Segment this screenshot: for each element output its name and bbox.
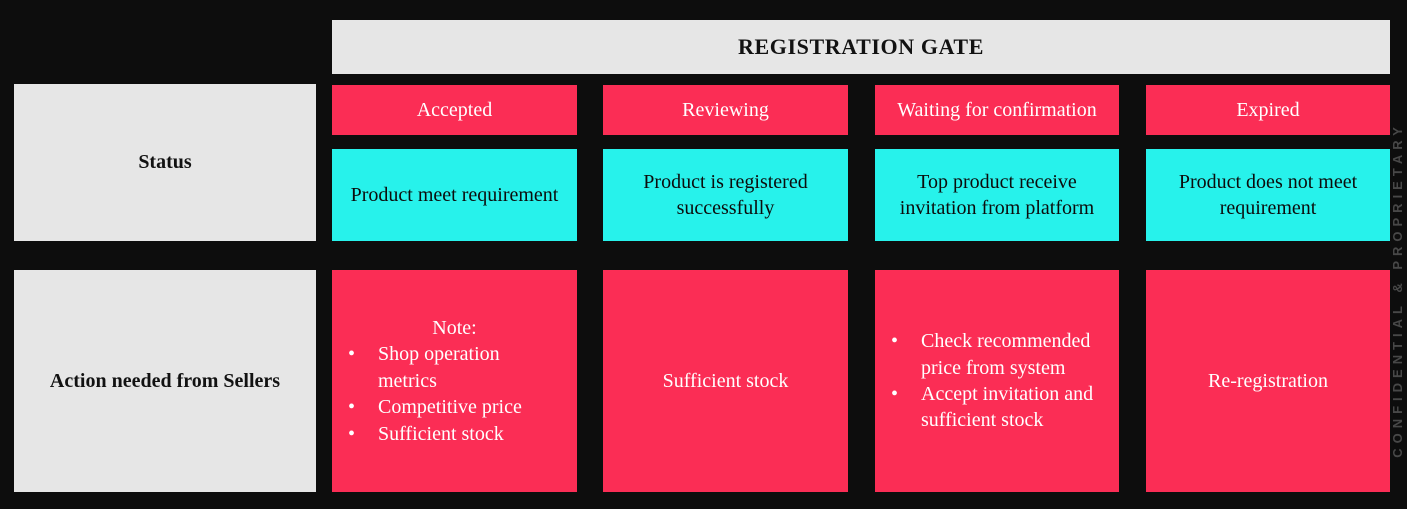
status-desc-accepted: Product meet requirement	[332, 149, 577, 241]
bullet-item: Competitive price	[332, 394, 577, 421]
confidential-watermark: CONFIDENTIAL & PROPRIETARY	[1390, 122, 1405, 458]
bullet-item: Accept invitation and sufficient stock	[875, 381, 1119, 434]
action-cell-accepted: Note: Shop operation metrics Competitive…	[332, 270, 577, 492]
action-bullet-list: Check recommended price from system Acce…	[875, 328, 1119, 434]
action-bullet-list: Shop operation metrics Competitive price…	[332, 341, 577, 447]
action-cell-reviewing: Sufficient stock	[603, 270, 848, 492]
status-pill-reviewing: Reviewing	[603, 85, 848, 135]
status-pill-waiting: Waiting for confirmation	[875, 85, 1119, 135]
status-pill-accepted: Accepted	[332, 85, 577, 135]
status-pill-expired: Expired	[1146, 85, 1390, 135]
status-desc-waiting: Top product receive invitation from plat…	[875, 149, 1119, 241]
status-desc-reviewing: Product is registered successfully	[603, 149, 848, 241]
bullet-item: Shop operation metrics	[332, 341, 577, 394]
status-row-label: Status	[14, 84, 316, 241]
note-title: Note:	[432, 317, 477, 340]
action-cell-waiting: Check recommended price from system Acce…	[875, 270, 1119, 492]
bullet-item: Sufficient stock	[332, 421, 577, 448]
action-cell-expired: Re-registration	[1146, 270, 1390, 492]
action-row-label: Action needed from Sellers	[14, 270, 316, 492]
registration-gate-header: REGISTRATION GATE	[332, 20, 1390, 74]
bullet-item: Check recommended price from system	[875, 328, 1119, 381]
status-desc-expired: Product does not meet requirement	[1146, 149, 1390, 241]
